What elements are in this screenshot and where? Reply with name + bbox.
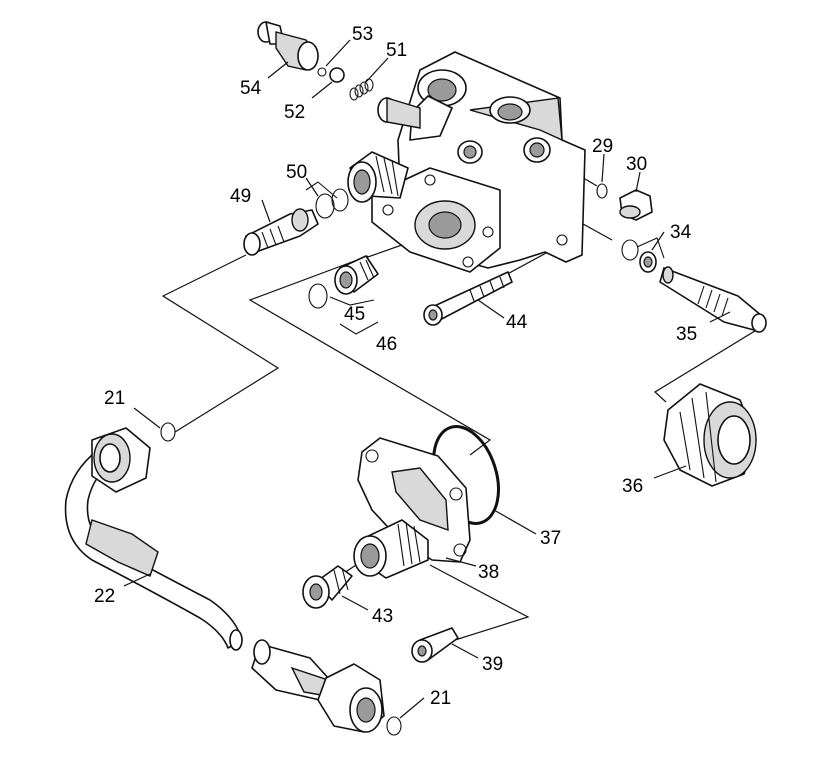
- o-ring-53: [317, 67, 327, 77]
- flange-38: [353, 437, 471, 579]
- hose-22: [64, 427, 385, 733]
- valve-insert-45: [308, 255, 379, 309]
- pump-head-block: [347, 51, 586, 273]
- callout-50: 50: [286, 162, 307, 183]
- callout-45: 45: [344, 304, 365, 325]
- screw-44: [423, 271, 513, 326]
- gear-nut-36: [663, 383, 757, 487]
- o-ring-21-top: [160, 422, 176, 442]
- valve-49: [243, 208, 319, 256]
- callout-49: 49: [230, 186, 251, 207]
- callout-38: 38: [478, 562, 499, 583]
- callout-21-top: 21: [104, 388, 125, 409]
- o-ring-29: [596, 183, 608, 199]
- o-rings-50: [315, 188, 349, 219]
- plug-30: [619, 189, 653, 221]
- callout-35: 35: [676, 324, 697, 345]
- callout-51: 51: [386, 40, 407, 61]
- callout-54: 54: [240, 78, 262, 99]
- callout-53: 53: [352, 24, 373, 45]
- o-ring-21-bottom: [386, 716, 402, 736]
- spring-51: [349, 78, 374, 101]
- callout-46: 46: [376, 334, 397, 355]
- o-rings-34: [621, 239, 657, 273]
- callout-52: 52: [284, 102, 305, 123]
- valve-35: [659, 266, 767, 333]
- callout-44: 44: [506, 312, 528, 333]
- callout-pointers: [123, 39, 731, 719]
- callout-34: 34: [670, 222, 692, 243]
- callout-43: 43: [372, 606, 393, 627]
- fitting-54: [257, 21, 319, 71]
- callout-29: 29: [592, 136, 613, 157]
- callout-21-bottom: 21: [430, 688, 451, 709]
- callout-22: 22: [94, 586, 115, 607]
- callout-37: 37: [540, 528, 561, 549]
- callout-39: 39: [482, 654, 503, 675]
- screw-39: [411, 627, 459, 663]
- callout-labels: 54 53 52 51 29 30 50 49 34 45 44 35 46 2…: [94, 24, 697, 709]
- callout-36: 36: [622, 476, 643, 497]
- callout-30: 30: [626, 154, 647, 175]
- ball-52: [329, 67, 345, 83]
- plug-43: [302, 565, 353, 609]
